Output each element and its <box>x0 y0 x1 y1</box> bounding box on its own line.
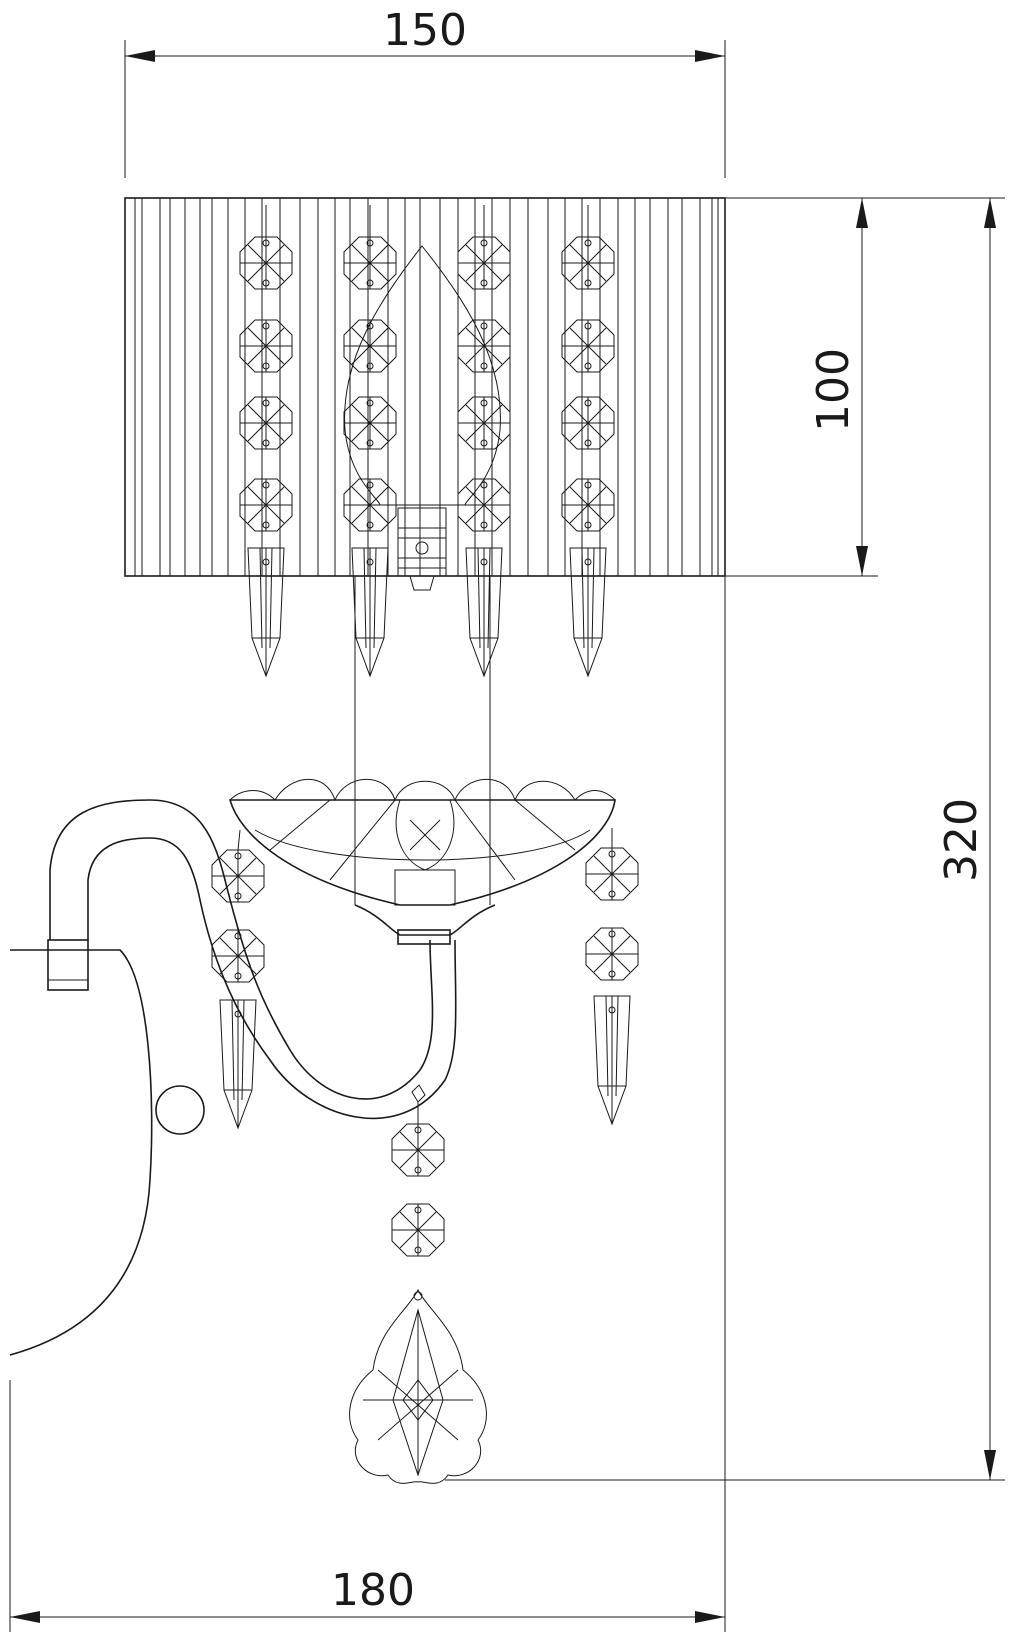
crystal-bead <box>239 319 293 373</box>
crystal-bead <box>343 236 397 290</box>
crystal-bead <box>561 236 615 290</box>
crystal-strand <box>457 205 511 677</box>
shade-height-dimension: 100 <box>725 197 878 577</box>
crystal-bead <box>239 478 293 532</box>
crystal-bead <box>457 478 511 532</box>
crystal-bead <box>239 396 293 450</box>
side-crystal-strands <box>211 828 639 1129</box>
central-pendant <box>349 1084 487 1484</box>
crystal-bead <box>561 319 615 373</box>
crystal-bead <box>457 396 511 450</box>
crystal-spike <box>465 547 503 677</box>
crystal-spike <box>351 547 389 677</box>
candle-cup <box>228 576 616 936</box>
crystal-bead <box>239 236 293 290</box>
top-width-dimension: 150 <box>124 5 726 178</box>
crystal-spike <box>569 547 607 677</box>
crystal-strand <box>343 205 397 677</box>
crystal-bead <box>561 478 615 532</box>
crystal-bead <box>343 319 397 373</box>
crystal-bead <box>343 396 397 450</box>
total-height-label: 320 <box>936 798 987 882</box>
shade-height-label: 100 <box>808 348 859 432</box>
crystal-strand <box>239 205 293 677</box>
lamp-shade <box>124 197 726 577</box>
bottom-width-dimension: 180 <box>10 1565 725 1623</box>
candle-bulb <box>344 245 501 591</box>
crystal-strand <box>561 205 615 677</box>
crystal-bead <box>457 319 511 373</box>
lamp-arm <box>47 799 457 1120</box>
top-width-label: 150 <box>383 5 467 56</box>
crystal-bead <box>561 396 615 450</box>
bottom-width-label: 180 <box>331 1565 415 1616</box>
shade-crystal-strands <box>239 205 615 677</box>
total-height-dimension: 320 <box>445 197 1005 1481</box>
wall-backplate <box>9 949 205 1632</box>
crystal-bead <box>457 236 511 290</box>
crystal-spike <box>247 547 285 677</box>
